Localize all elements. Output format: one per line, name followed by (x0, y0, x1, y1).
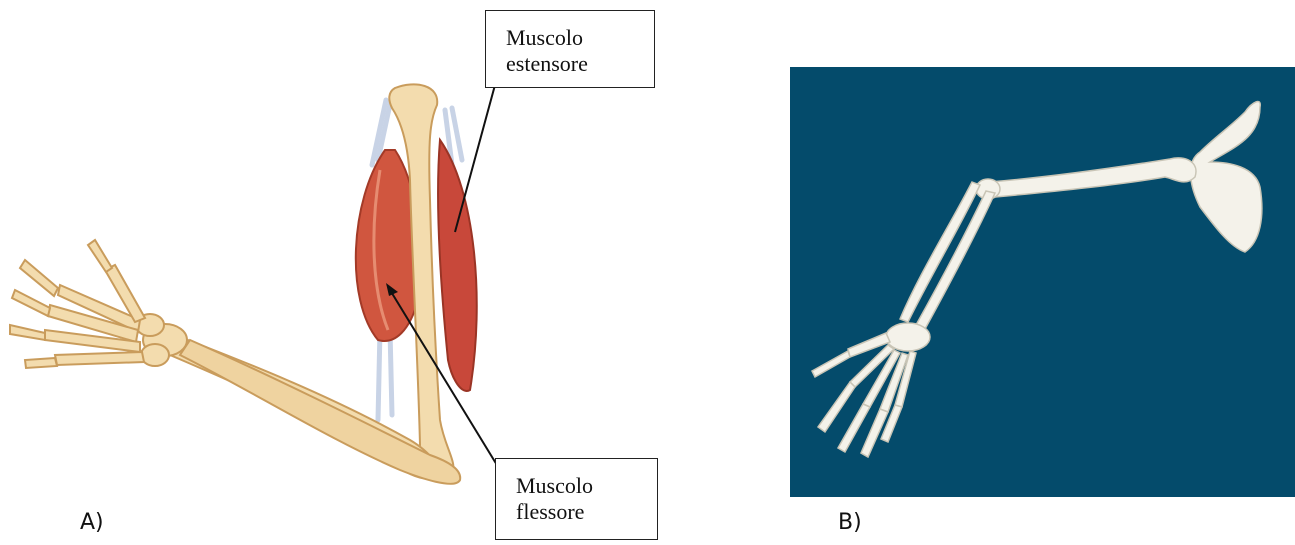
flexor-callout-line2: flessore (516, 499, 637, 525)
skeleton-hand (812, 323, 930, 457)
skeleton-arm-panel (790, 67, 1295, 497)
skeleton-arm-illustration (790, 67, 1295, 497)
extensor-callout-line1: Muscolo (506, 25, 634, 51)
flexor-callout-line1: Muscolo (516, 473, 637, 499)
scapula-bone (1191, 102, 1262, 252)
flexor-callout-box: Muscolo flessore (495, 458, 658, 540)
panel-label-a: A) (80, 510, 104, 535)
extensor-muscle (438, 140, 477, 391)
skeleton-humerus (985, 158, 1196, 197)
panel-label-b: B) (838, 510, 862, 535)
extensor-callout-box: Muscolo estensore (485, 10, 655, 88)
hand-bones (10, 240, 187, 368)
extensor-callout-line2: estensore (506, 51, 634, 77)
